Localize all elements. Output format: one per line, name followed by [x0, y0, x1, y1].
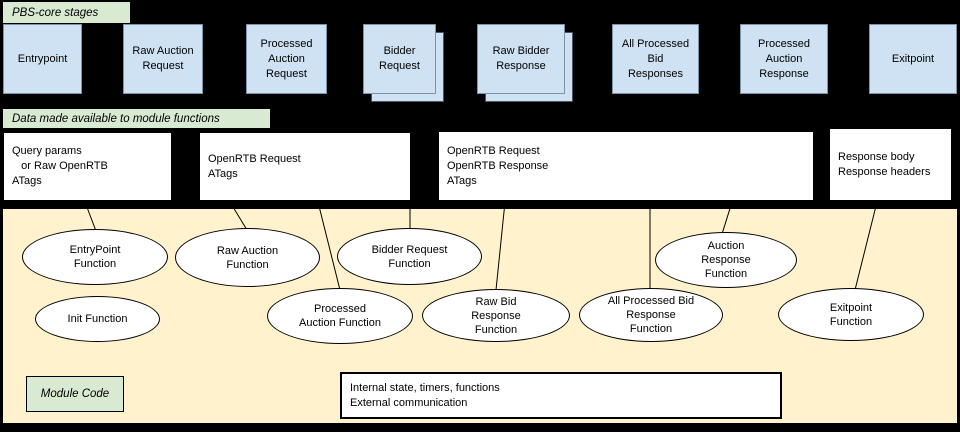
- function-processed-auction: Processed Auction Function: [267, 288, 413, 344]
- data-available-label: Data made available to module functions: [2, 108, 271, 129]
- connector-raw-bid-response-fn: [495, 201, 506, 291]
- function-exitpoint: Exitpoint Function: [778, 288, 924, 341]
- data-box-responses-text: OpenRTB Request OpenRTB Response ATags: [447, 144, 549, 187]
- connector-processed-auction-fn: [317, 201, 341, 291]
- data-box-exitpoint-text: Response body Response headers: [838, 150, 931, 178]
- stage-processed-auction-response: Processed Auction Response: [740, 24, 828, 94]
- stage-exitpoint: Exitpoint: [869, 24, 957, 94]
- connector-exitpoint-fn: [854, 201, 878, 291]
- function-bidder-request: Bidder Request Function: [337, 228, 482, 285]
- internal-state-box: Internal state, timers, functions Extern…: [340, 372, 782, 419]
- stage-raw-bidder-response: Raw Bidder Response: [477, 24, 565, 94]
- data-box-exitpoint: Response body Response headers: [828, 127, 953, 202]
- stage-bidder-request: Bidder Request: [363, 24, 436, 94]
- module-code-label: Module Code: [26, 376, 124, 412]
- data-box-auction-request-text: OpenRTB Request ATags: [208, 152, 301, 180]
- function-auction-response: Auction Response Function: [655, 232, 797, 288]
- stage-entrypoint: Entrypoint: [3, 24, 82, 94]
- connector-auction-response-fn: [721, 201, 733, 235]
- internal-state-text: Internal state, timers, functions Extern…: [350, 381, 500, 409]
- data-box-responses: OpenRTB Request OpenRTB Response ATags: [437, 130, 815, 202]
- function-all-processed-bid-response: All Processed Bid Response Function: [579, 288, 723, 342]
- stage-all-processed-bid-responses: All Processed Bid Responses: [612, 24, 699, 94]
- connector-entrypoint-fn: [84, 201, 97, 232]
- function-raw-auction: Raw Auction Function: [175, 228, 320, 287]
- data-box-entrypoint: Query params or Raw OpenRTB ATags: [2, 131, 173, 202]
- data-box-entrypoint-text: Query params or Raw OpenRTB ATags: [12, 145, 108, 187]
- function-init: Init Function: [35, 296, 160, 342]
- function-raw-bid-response: Raw Bid Response Function: [422, 289, 570, 342]
- stage-raw-auction-request: Raw Auction Request: [123, 24, 203, 94]
- data-box-auction-request: OpenRTB Request ATags: [198, 131, 412, 202]
- function-entrypoint: EntryPoint Function: [22, 229, 168, 285]
- pbs-core-stages-label: PBS-core stages: [2, 1, 131, 24]
- connector-raw-auction-fn: [229, 201, 248, 231]
- stage-processed-auction-request: Processed Auction Request: [246, 24, 327, 94]
